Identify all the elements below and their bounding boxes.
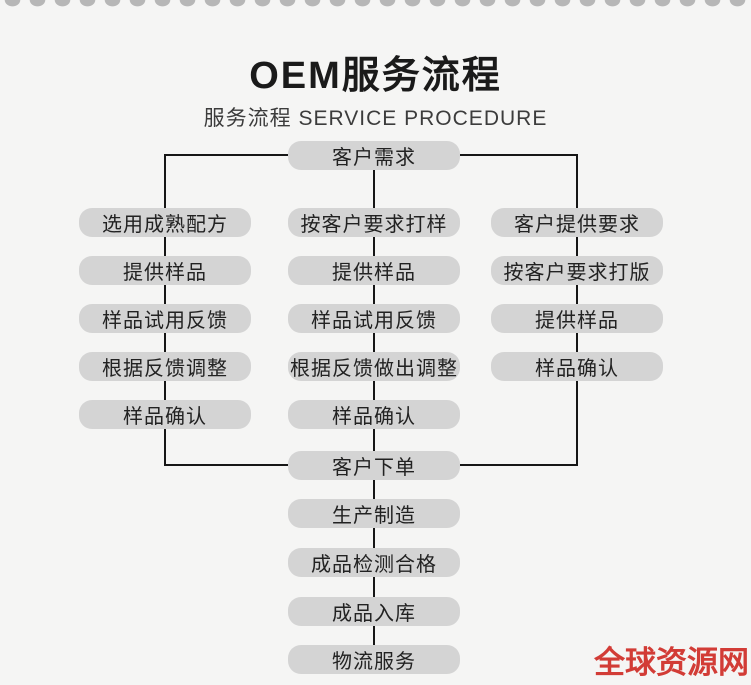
page-title: OEM服务流程 — [249, 55, 502, 97]
flow-node-customer-order: 客户下单 — [288, 451, 460, 480]
flow-node-provide-sample-right: 提供样品 — [491, 304, 663, 333]
flow-node-plate-per-customer-request: 按客户要求打版 — [491, 256, 663, 285]
flow-node-adjust-by-feedback: 根据反馈调整 — [79, 352, 251, 381]
flow-node-sample-confirm-left: 样品确认 — [79, 400, 251, 429]
flow-node-sample-per-customer-request: 按客户要求打样 — [288, 208, 460, 237]
flow-node-customer-provides-requirements: 客户提供要求 — [491, 208, 663, 237]
site-watermark: 全球资源网 — [594, 645, 749, 680]
flow-node-select-mature-formula: 选用成熟配方 — [79, 208, 251, 237]
flow-node-provide-sample-middle: 提供样品 — [288, 256, 460, 285]
flow-node-logistics: 物流服务 — [288, 645, 460, 674]
flow-node-provide-sample-left: 提供样品 — [79, 256, 251, 285]
flow-node-warehousing: 成品入库 — [288, 597, 460, 626]
flow-node-sample-trial-feedback-left: 样品试用反馈 — [79, 304, 251, 333]
torn-edge-decoration — [0, 0, 751, 12]
page-subtitle: 服务流程 SERVICE PROCEDURE — [203, 107, 548, 130]
flow-node-adjust-per-feedback-middle: 根据反馈做出调整 — [288, 352, 460, 381]
flow-node-sample-confirm-right: 样品确认 — [491, 352, 663, 381]
flow-node-sample-trial-feedback-middle: 样品试用反馈 — [288, 304, 460, 333]
flow-node-sample-confirm-middle: 样品确认 — [288, 400, 460, 429]
flow-node-customer-demand: 客户需求 — [288, 141, 460, 170]
flow-node-finished-inspection: 成品检测合格 — [288, 548, 460, 577]
flow-node-production: 生产制造 — [288, 499, 460, 528]
